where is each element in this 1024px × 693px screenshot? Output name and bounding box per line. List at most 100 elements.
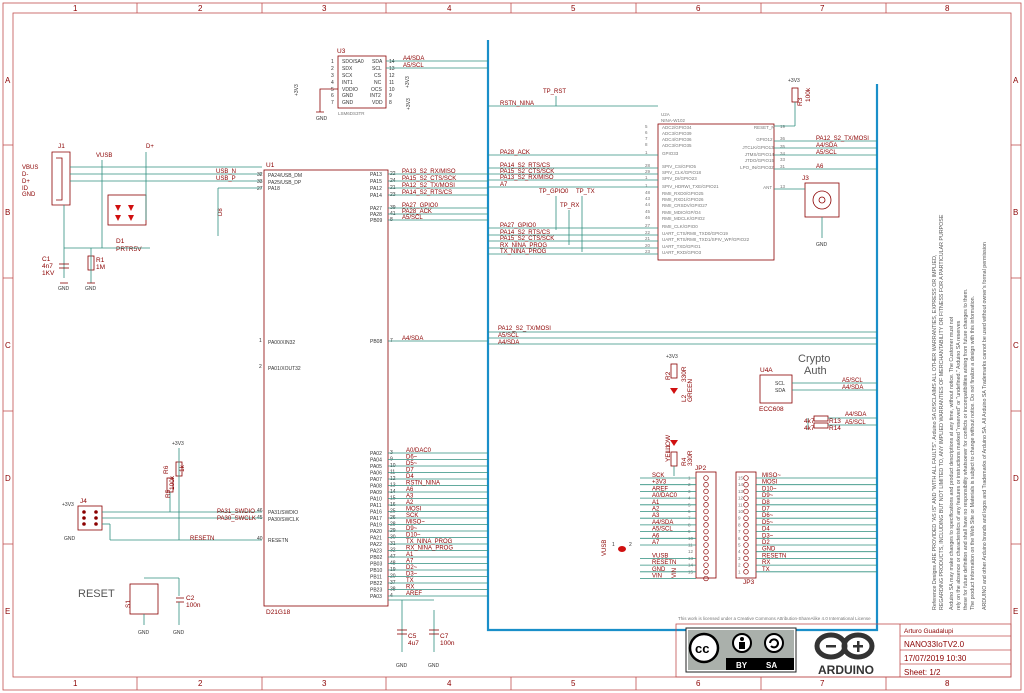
j3-ref: J3 (802, 175, 809, 182)
u1-pin-pa07: PA07 (370, 477, 382, 483)
jp2-net: A6 (652, 533, 660, 539)
u1-net-label: A2 (406, 500, 414, 506)
crypto-scl-pin: SCL (775, 381, 785, 387)
u1-pin-pb03: PB03 (370, 562, 382, 568)
jp2-net: +3V3 (652, 480, 667, 486)
header-pin (703, 542, 709, 548)
u3-num-r4: 11 (389, 80, 394, 86)
crypto-net-scl: A5/SCL (842, 378, 863, 384)
nina-net-left: PA13_S2_RX/MISO (500, 175, 554, 181)
u1-net-label: A7 (406, 559, 414, 565)
u1-net-label: A0/DAC0 (406, 448, 432, 454)
u1-pin-pa09: PA09 (370, 490, 382, 496)
jp3-pin-num: 9 (738, 516, 741, 521)
nina-pin-left: GPIO33 (662, 151, 679, 156)
u3-num-l7: 7 (331, 100, 334, 106)
disclaimer-line-4: rely on the absence or characteristics o… (956, 320, 962, 610)
jp3-net: D4 (762, 527, 770, 533)
u1-pin-pa04: PA04 (370, 458, 382, 464)
usb-gnd-2: GND (85, 286, 97, 292)
grid-columns-bottom: 1 2 3 4 5 6 7 8 (73, 677, 950, 690)
header-pin (703, 502, 709, 508)
nina-pin-left: ADC2/GPIO34 (662, 125, 692, 130)
nina-num-left: 28 (645, 163, 651, 168)
nina-pin-left: RMII_RXD0/GPIO25 (662, 191, 704, 196)
u1-net-label: D3~ (406, 572, 418, 578)
nina-net-left: A7 (500, 182, 508, 188)
d1-part: PRTR5V (116, 246, 142, 253)
u1-net-label: TX (406, 578, 414, 584)
u3-num-l1: 1 (331, 59, 334, 65)
grid-col-3: 3 (322, 4, 327, 13)
grid-row-b: B (5, 208, 10, 217)
jp3-pin-num: 14 (738, 482, 744, 487)
u1-net-label: PA13_S2_RX/MISO (402, 169, 456, 175)
u1-pin-pa25: PA25/USB_DP (268, 180, 302, 186)
jp2-pin-num: 12 (688, 549, 694, 554)
wifi-module-u2: U2A NINA-W102 ADC2/GPIO345ADC3/GPIO396AD… (488, 78, 877, 261)
jp3-pin-num: 8 (738, 522, 741, 527)
crypto-pull-scl: A5/SCL (845, 420, 866, 426)
d1-ref: D1 (116, 238, 125, 245)
u1-pin-pa24: PA24/USB_DM (268, 173, 302, 179)
resetn-net: RESETN (190, 536, 214, 542)
jp3-pin-num: 10 (738, 509, 744, 514)
u3-ref: U3 (337, 48, 346, 55)
r14-ref: R14 (829, 425, 841, 432)
crypto-net-sda: A4/SDA (842, 385, 863, 391)
nina-pin-left: RMII_RXD1/GPIO26 (662, 197, 704, 202)
grid-columns-top: 1 2 3 4 5 6 7 8 (73, 3, 950, 13)
u1-pin-pa15: PA15 (370, 179, 382, 185)
u1-net-label: D9~ (406, 526, 418, 532)
u1-num-2: 2 (259, 364, 262, 370)
u3-pin-r4: NC (374, 80, 382, 86)
jp2-net: RESETN (652, 560, 676, 566)
r6-value: 1k (179, 464, 186, 472)
u1-net-label: SCK (406, 513, 418, 519)
header-pin (743, 495, 749, 501)
l1-color: YELLOW (665, 434, 672, 462)
u3-pin-r7: VDD (372, 100, 383, 106)
nina-pin-right: GPIO12 (756, 137, 773, 142)
r3-value: 100k (805, 87, 812, 102)
r3-ref: R3 (797, 97, 804, 106)
u3-pin-r3: CS (374, 73, 382, 79)
r13-value: 4k7 (804, 418, 815, 425)
header-pin (703, 549, 709, 555)
grid-rows-left: A B C D E (3, 76, 13, 616)
sa-icon (764, 633, 784, 653)
r5-value: 100k (169, 475, 176, 490)
u3-pin-l7: GND (342, 100, 354, 106)
u1-net-label: D7 (406, 468, 414, 474)
sheet-number: Sheet: 1/2 (904, 668, 941, 677)
u1-pin-pb10: PB10 (370, 568, 382, 574)
u1-num-33: 33 (257, 179, 263, 185)
nina-nets: RSTN_NINAPA28_ACKPA14_S2_RTS/CSPA15_S2_C… (488, 101, 877, 255)
jp3-pin-num: 12 (738, 496, 744, 501)
header-pin (743, 488, 749, 495)
nina-pin-left: RMII_CRSDV/GPIO27 (662, 203, 708, 208)
author: Arturo Guadalupi (904, 628, 953, 635)
nina-num-left: 23 (645, 249, 651, 254)
c5-value: 4u7 (408, 640, 419, 647)
nina-pin-left: UART_TXD/GPIO1 (662, 244, 701, 249)
crypto-title-1: Crypto (798, 353, 830, 365)
grid-col-7: 7 (820, 4, 825, 13)
jp2-net: A1 (652, 500, 660, 506)
swdio-net: PA31_SWDIO (217, 509, 255, 515)
header-pin (703, 535, 709, 541)
u1-pin-pa00: PA00/XIN32 (268, 340, 295, 346)
reset-button[interactable] (129, 583, 159, 615)
grid-col-1-bottom: 1 (73, 679, 78, 688)
nina-pin-left: UART_RXD/GPIO3 (662, 250, 702, 255)
nina-num-right: 31 (780, 164, 786, 169)
j4-ref: J4 (80, 498, 87, 505)
c5-ref: C5 (408, 633, 417, 640)
nina-num-right: 19 (780, 124, 786, 129)
usb-n-net: USB_N (216, 169, 236, 175)
grid-row-a-right: A (1013, 76, 1019, 85)
u1-ref: U1 (266, 162, 275, 169)
cc-by-text: BY (736, 661, 748, 670)
header-pin (743, 528, 749, 535)
j3-gnd: GND (816, 242, 828, 248)
